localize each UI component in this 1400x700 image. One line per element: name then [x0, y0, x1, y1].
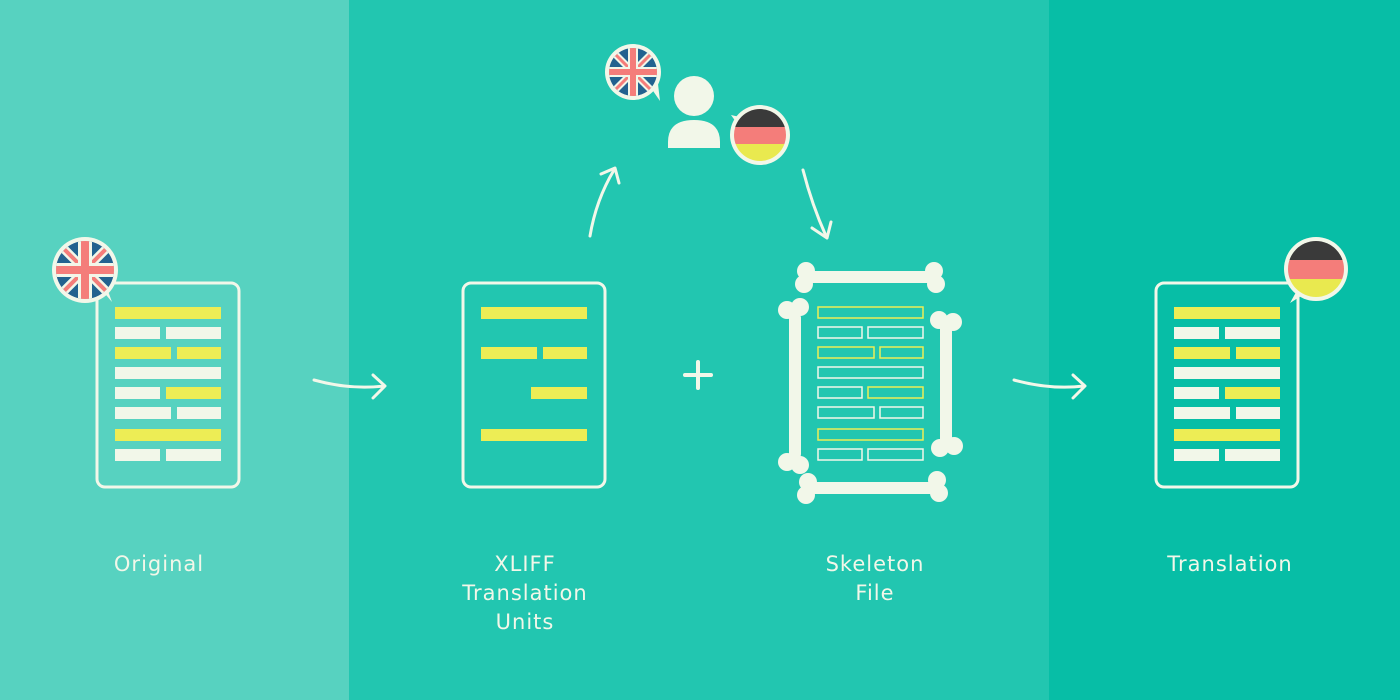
panel-original	[0, 0, 349, 700]
german-flag-bubble-icon	[730, 105, 790, 165]
arrow-to-skeleton	[801, 168, 833, 240]
stage-label-original: Original	[114, 550, 204, 579]
translator-person-icon	[668, 76, 720, 148]
german-document-icon	[1154, 281, 1300, 489]
arrow-skeleton-to-translation	[1012, 373, 1087, 400]
plus-operator-icon	[683, 360, 713, 390]
stage-label-line: Original	[113, 552, 205, 576]
stage-label-line: Units	[495, 610, 555, 634]
uk-flag-bubble-icon	[52, 237, 118, 303]
skeleton-bones-icon	[778, 262, 963, 504]
stage-label-line: Translation	[1167, 552, 1293, 576]
arrow-original-to-xliff	[312, 373, 387, 400]
skeleton-placeholder-lines	[817, 306, 924, 461]
stage-label-translation: Translation	[1167, 550, 1292, 579]
uk-flag-bubble-icon	[605, 44, 661, 101]
english-document-icon	[95, 281, 241, 489]
stage-label-line: XLIFF	[494, 552, 556, 576]
stage-label-line: Translation	[462, 581, 588, 605]
arrow-to-translator	[588, 166, 621, 238]
translation-units-document-icon	[461, 281, 607, 489]
stage-label-line: Skeleton	[825, 552, 925, 576]
german-flag-bubble-icon	[1284, 237, 1348, 303]
stage-label-line: File	[855, 581, 895, 605]
panel-process	[349, 0, 1049, 700]
